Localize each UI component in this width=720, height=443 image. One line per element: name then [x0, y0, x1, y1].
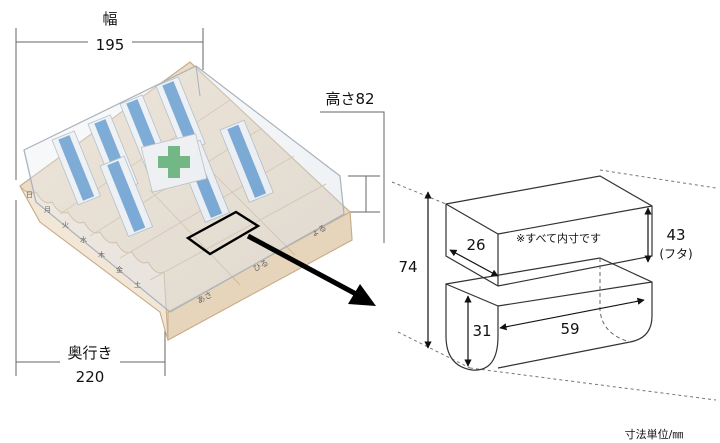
depth-value: 220: [76, 368, 105, 386]
lid-outline: [445, 175, 653, 287]
width-label: 幅: [102, 10, 117, 28]
lid-label: (フタ): [659, 247, 692, 261]
transparent-lid: [23, 65, 345, 313]
pill-organizer-product: ょる ひる あさ 日 月 火 水 木 金 土: [19, 61, 353, 341]
total-height-value: 74: [398, 258, 417, 276]
compartment-width-value: 26: [466, 236, 485, 254]
side-tag: 月: [44, 206, 51, 214]
compartment-detail-drawing: 74 26 ※すべて内寸です 43 (フタ) 31 59: [391, 169, 717, 401]
width-dimension: 幅 195: [15, 10, 204, 180]
side-weekday-labels: 日 月 火 水 木 金 土: [26, 191, 141, 289]
height-label: 高さ82: [325, 90, 374, 108]
height-dimension: 高さ82: [320, 90, 385, 243]
inner-height-value: 31: [472, 322, 491, 340]
side-tag: 日: [26, 191, 33, 199]
inner-dimension-note: ※すべて内寸です: [516, 231, 601, 245]
side-tag: 金: [116, 265, 123, 274]
side-tag: 木: [98, 250, 105, 259]
highlighted-compartment: [185, 210, 261, 256]
width-value: 195: [96, 36, 125, 54]
lid-height-value: 43: [666, 226, 685, 244]
depth-dimension: 奥行き 220: [15, 200, 166, 386]
unit-note: 寸法単位/㎜: [625, 427, 684, 441]
depth-label: 奥行き: [67, 344, 112, 362]
cup-outline: [445, 283, 499, 371]
callout-arrow: [246, 233, 376, 306]
side-tag: 土: [134, 280, 141, 289]
side-tag: 火: [62, 221, 69, 229]
length-value: 59: [560, 320, 579, 338]
side-tag: 水: [80, 235, 87, 244]
